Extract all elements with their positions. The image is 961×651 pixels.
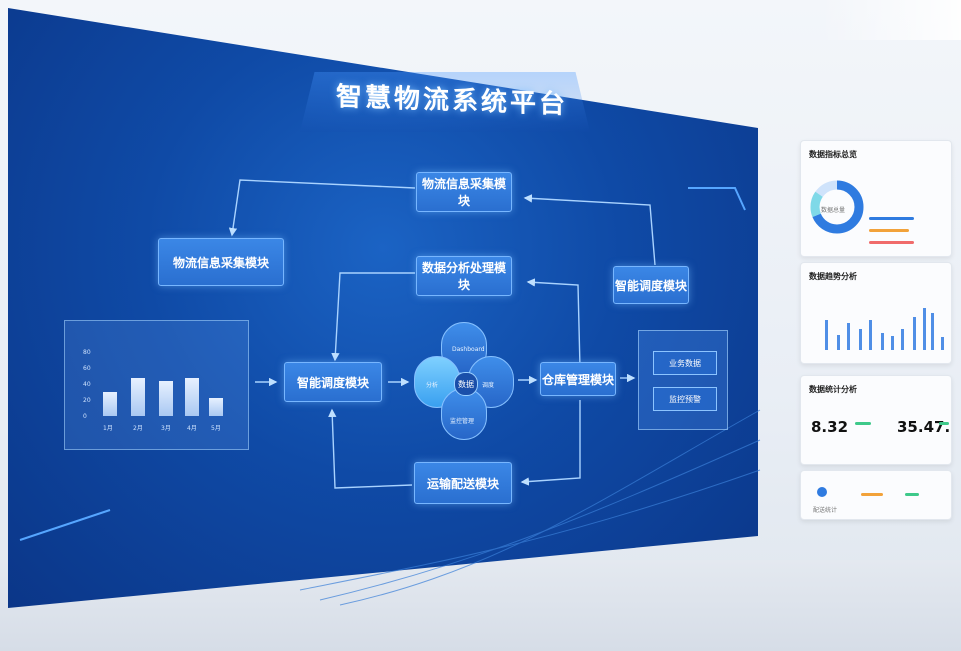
trend-bar bbox=[847, 323, 850, 350]
trend-bar bbox=[931, 313, 934, 350]
x-tick: 5月 bbox=[211, 425, 221, 432]
arrow-warehouse-to-analysis bbox=[526, 278, 581, 369]
node-collect-left[interactable]: 物流信息采集模块 bbox=[158, 238, 284, 286]
node-analysis[interactable]: 数据分析处理模块 bbox=[416, 256, 512, 296]
card-stats: 数据统计分析 8.32 35.47. bbox=[800, 375, 952, 465]
metric-bar bbox=[869, 217, 914, 220]
node-warehouse[interactable]: 仓库管理模块 bbox=[540, 362, 616, 396]
card-delivery: 配送统计 bbox=[800, 470, 952, 520]
trend-bar bbox=[901, 329, 904, 350]
arrow-warehouse-to-transport bbox=[520, 400, 581, 486]
trend-bar bbox=[869, 320, 872, 350]
node-transport[interactable]: 运输配送模块 bbox=[414, 462, 512, 504]
card-trend: 数据趋势分析 bbox=[800, 262, 952, 364]
trend-bar bbox=[837, 335, 840, 350]
hub-label-right: 调度 bbox=[482, 382, 495, 389]
arrow-transport-to-dispatch bbox=[328, 408, 413, 489]
hub-label-bottom: 监控管理 bbox=[450, 418, 475, 425]
trend-bar bbox=[825, 320, 828, 350]
hub-label-left: 分析 bbox=[426, 382, 439, 389]
delivery-bar bbox=[861, 493, 883, 496]
x-tick: 2月 bbox=[133, 425, 143, 432]
hub-petal-bottom[interactable] bbox=[441, 388, 487, 440]
right-output-panel: 业务数据 监控预警 bbox=[638, 330, 728, 430]
arrow-analysis-to-dispatch bbox=[331, 272, 415, 362]
display-screen: 智慧物流系统平台 物流信息采集模块 物流 bbox=[8, 8, 761, 608]
delivery-bar bbox=[905, 493, 919, 496]
trend-bar bbox=[941, 337, 944, 350]
stat-indicator bbox=[855, 422, 871, 425]
y-tick: 20 bbox=[83, 397, 91, 404]
trend-bar bbox=[881, 333, 884, 350]
card-stats-title: 数据统计分析 bbox=[809, 385, 857, 394]
delivery-dot-icon bbox=[817, 487, 827, 497]
ceiling-light bbox=[820, 0, 961, 40]
hub-label-top: Dashboard bbox=[452, 346, 485, 353]
node-collect-top[interactable]: 物流信息采集模块 bbox=[416, 172, 512, 212]
metric-bar bbox=[869, 229, 909, 232]
x-tick: 4月 bbox=[187, 425, 197, 432]
screen-surface bbox=[8, 8, 758, 608]
y-tick: 0 bbox=[83, 413, 87, 420]
chart-bar bbox=[103, 392, 117, 416]
chart-bar bbox=[131, 378, 145, 416]
chart-bar bbox=[159, 381, 173, 416]
trend-bar bbox=[891, 336, 894, 350]
wave-lines bbox=[299, 409, 761, 606]
panel-item-warning[interactable]: 监控预警 bbox=[653, 387, 717, 411]
trend-bar bbox=[913, 317, 916, 350]
chart-bar bbox=[185, 378, 199, 416]
trend-bar bbox=[923, 308, 926, 350]
arrow-top-to-left bbox=[228, 179, 416, 237]
card-overview: 数据指标总览 数据总量 bbox=[800, 140, 952, 257]
title-banner bbox=[300, 72, 590, 132]
hub-cluster: Dashboard 分析 调度 监控管理 数据 bbox=[414, 322, 514, 440]
x-tick: 1月 bbox=[103, 425, 113, 432]
panel-item-business[interactable]: 业务数据 bbox=[653, 351, 717, 375]
card-overview-title: 数据指标总览 bbox=[809, 150, 857, 159]
metric-bar bbox=[869, 241, 914, 244]
stat-value-1: 8.32 bbox=[811, 418, 849, 436]
node-smart-dispatch-right[interactable]: 智能调度模块 bbox=[613, 266, 689, 304]
stat-value-2: 35.47. bbox=[897, 418, 951, 436]
y-tick: 60 bbox=[83, 365, 91, 372]
card-trend-title: 数据趋势分析 bbox=[809, 272, 857, 281]
y-tick: 80 bbox=[83, 349, 91, 356]
x-tick: 3月 bbox=[161, 425, 171, 432]
corner-deco bbox=[19, 187, 746, 541]
flow-connectors bbox=[19, 179, 761, 606]
donut-chart bbox=[810, 180, 864, 234]
chart-bar bbox=[209, 398, 223, 416]
node-dispatch[interactable]: 智能调度模块 bbox=[284, 362, 382, 402]
donut-label: 数据总量 bbox=[821, 207, 846, 214]
delivery-label: 配送统计 bbox=[813, 507, 838, 514]
left-bar-chart: 80 60 40 20 0 1月 2月 3月 4月 5月 bbox=[64, 320, 249, 450]
y-tick: 40 bbox=[83, 381, 91, 388]
arrow-right-to-top bbox=[523, 194, 656, 266]
trend-bar bbox=[859, 329, 862, 350]
hub-center-icon[interactable]: 数据 bbox=[454, 372, 478, 396]
stat-indicator bbox=[939, 422, 949, 425]
